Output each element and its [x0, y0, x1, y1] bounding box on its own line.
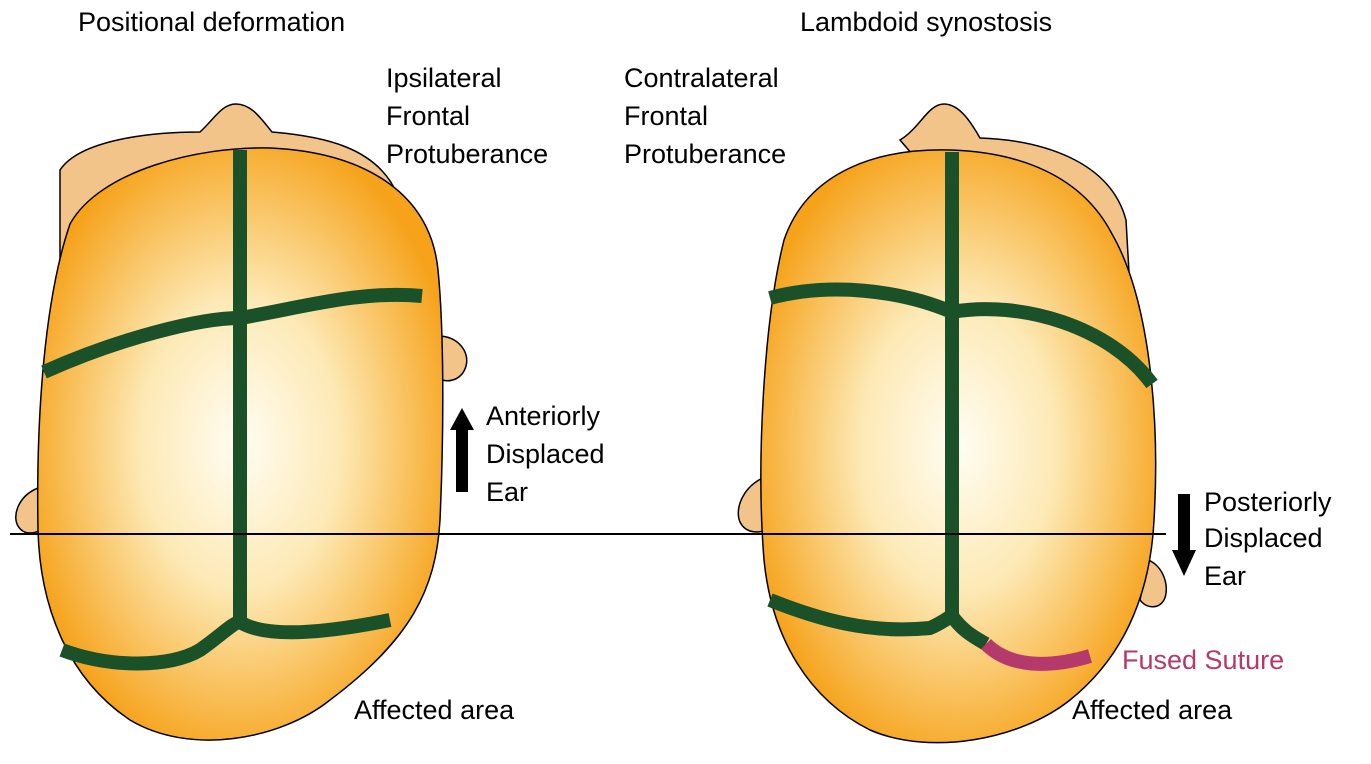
right-affected-label: Affected area [1072, 692, 1232, 729]
right-protuberance-label-line2: Frontal [624, 98, 708, 135]
right-ear-label-line1: Posteriorly [1204, 484, 1332, 521]
left-ear-label-line1: Anteriorly [486, 398, 600, 435]
up-arrow-icon [450, 408, 474, 492]
left-ear-label-line2: Displaced [486, 436, 605, 473]
left-protuberance-label-line1: Ipsilateral [386, 60, 502, 97]
right-protuberance-label-line1: Contralateral [624, 60, 779, 97]
right-ear-label-line3: Ear [1204, 558, 1246, 595]
fused-suture-label: Fused Suture [1122, 642, 1284, 679]
right-skull [738, 104, 1166, 743]
left-ear-label-line3: Ear [486, 474, 528, 511]
left-protuberance-label-line3: Protuberance [386, 136, 548, 173]
left-skull [16, 104, 467, 740]
left-protuberance-label-line2: Frontal [386, 98, 470, 135]
right-panel-title: Lambdoid synostosis [800, 4, 1052, 41]
right-ear-label-line2: Displaced [1204, 520, 1323, 557]
right-protuberance-label-line3: Protuberance [624, 136, 786, 173]
left-affected-label: Affected area [354, 692, 514, 729]
down-arrow-icon [1172, 494, 1196, 576]
left-panel-title: Positional deformation [78, 4, 345, 41]
